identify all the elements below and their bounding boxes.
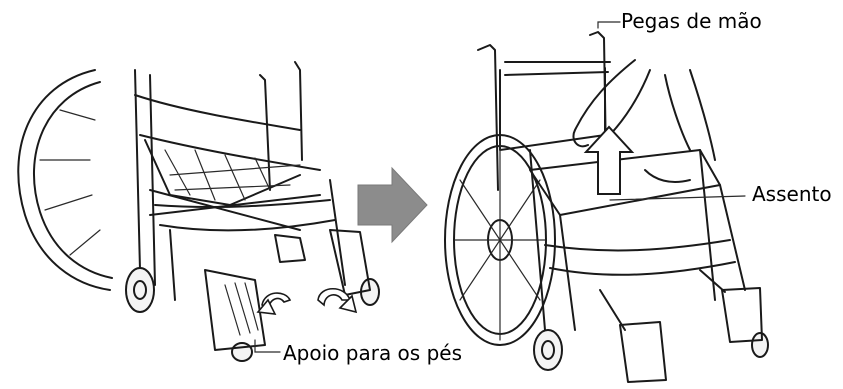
folded-frame [134,61,346,301]
open-back-frame [477,31,611,191]
seat-leader-line [609,195,746,201]
folded-rear-wheel [17,69,113,291]
footrests-label: Apoio para os pés [283,341,462,365]
open-casters-footrests [533,269,769,383]
seat-label: Assento [752,182,832,206]
callout-lines [254,21,746,353]
hand-grips-label: Pegas de mão [621,9,762,33]
right-arrow-icon [357,166,428,244]
curved-arrows-icon [256,287,358,315]
open-rear-wheel [444,134,556,346]
open-seat-frame [529,149,746,331]
footrest-leader-line [254,339,281,353]
folded-wheelchair [17,61,380,362]
open-wheelchair [444,31,769,383]
folded-footrests [204,229,371,351]
folded-casters [125,267,380,362]
up-arrow-icon [583,125,635,195]
handles-leader-line [597,21,621,29]
hands [572,59,716,183]
